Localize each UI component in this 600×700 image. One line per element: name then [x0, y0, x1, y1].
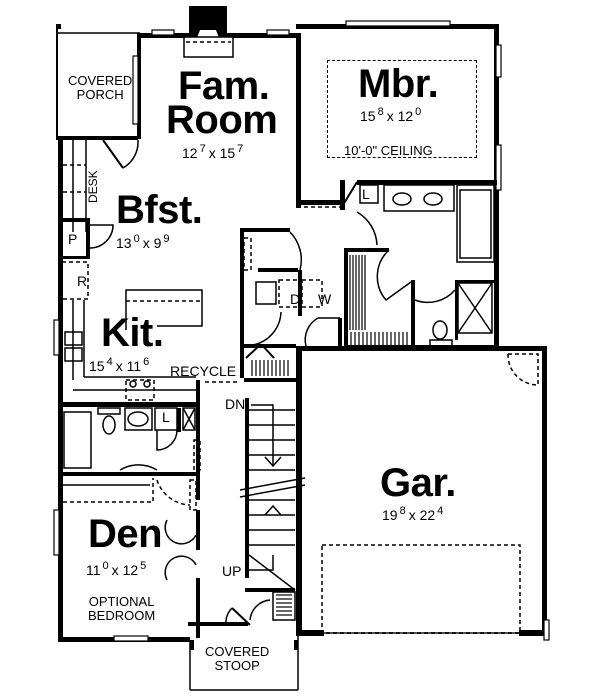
den-note-line1: OPTIONAL — [88, 594, 155, 609]
desk-label: DESK — [86, 170, 100, 203]
refrigerator-tag: R — [77, 273, 88, 289]
mbr-name: Mbr. — [358, 62, 439, 106]
pantry-tag: P — [68, 231, 78, 247]
interior-walls — [58, 180, 539, 650]
den-note-line2: BEDROOM — [88, 607, 156, 623]
covered-porch-line2: PORCH — [76, 86, 124, 102]
kit-name: Kit. — [101, 311, 164, 355]
stair-up-label: UP — [222, 563, 242, 579]
kitchen-left-cabinets — [60, 140, 203, 401]
windows — [53, 20, 550, 642]
washer-tag: W — [318, 291, 332, 307]
mbr-ceiling-note: 10'-0" CEILING — [344, 143, 433, 158]
gar-name: Gar. — [380, 461, 456, 505]
mbr-ceiling-outline — [327, 60, 477, 158]
bfst-name: Bfst. — [116, 188, 203, 232]
fam-room-name-line1: Fam. — [178, 64, 270, 108]
covered-stoop-label: COVERED STOOP — [205, 645, 269, 672]
hall-linen-tag: L — [162, 409, 170, 425]
porch-door — [102, 139, 139, 169]
master-linen-tag: L — [362, 186, 370, 202]
fam-room-name-line2: Room — [166, 98, 278, 142]
fireplace — [183, 6, 234, 58]
stair-down-label: DN — [225, 396, 246, 412]
recycle-tag: RECYCLE — [170, 363, 237, 379]
den-note: OPTIONAL BEDROOM — [88, 595, 155, 622]
covered-stoop-line2: STOOP — [214, 657, 260, 673]
covered-porch-label: COVERED PORCH — [68, 74, 132, 101]
dryer-tag: D — [290, 291, 301, 307]
covered-stoop-line1: COVERED — [205, 644, 270, 659]
covered-porch-line1: COVERED — [68, 73, 133, 88]
den-name: Den — [88, 512, 163, 556]
